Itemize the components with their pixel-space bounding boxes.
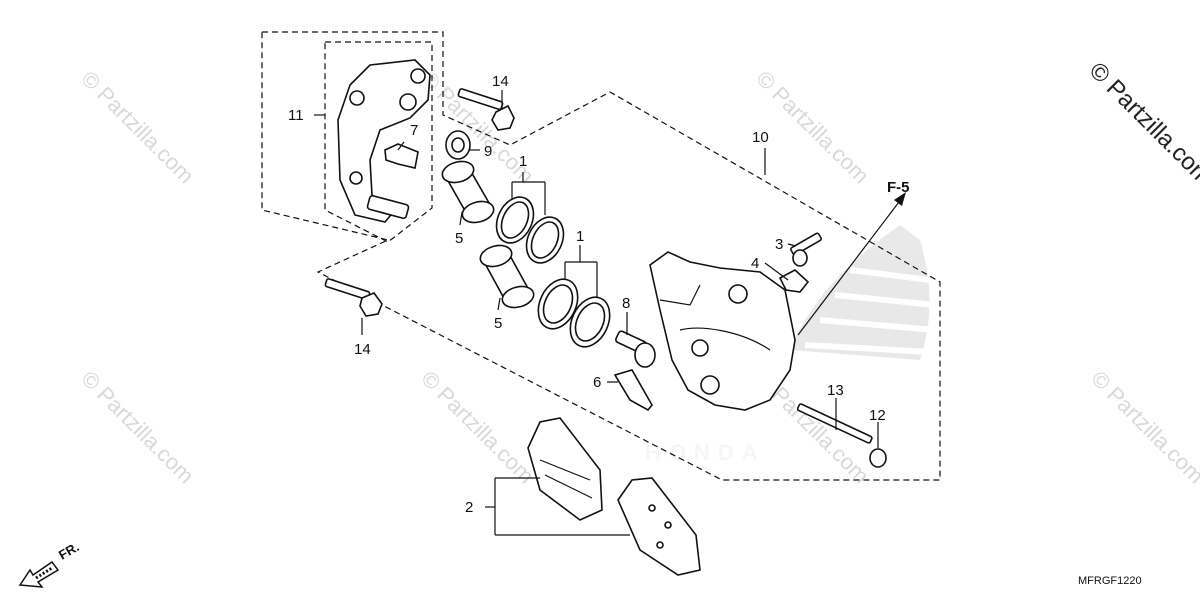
part-11-caliper-bracket[interactable] <box>337 59 431 223</box>
callout-1-lower: 1 <box>576 228 584 245</box>
part-5-piston-upper[interactable] <box>440 158 496 226</box>
leader-lines <box>314 90 906 536</box>
callout-7: 7 <box>410 122 418 139</box>
part-2-brake-pad-front[interactable] <box>527 417 603 521</box>
watermark-text: © Partzilla.com <box>416 366 539 489</box>
callout-9: 9 <box>484 143 492 160</box>
watermark-text: © Partzilla.com <box>76 66 199 189</box>
watermark-text: © Partzilla.com <box>1086 366 1200 489</box>
part-12-plug[interactable] <box>869 448 887 468</box>
part-3-bleeder[interactable] <box>790 232 822 267</box>
callout-1-upper: 1 <box>519 153 527 170</box>
callout-14-lower: 14 <box>354 341 371 358</box>
front-direction-label: FR. <box>56 539 82 562</box>
callout-5-lower: 5 <box>494 315 502 332</box>
outer-assembly-outline <box>261 31 941 481</box>
callout-12: 12 <box>869 407 886 424</box>
callout-4: 4 <box>751 255 759 272</box>
part-5-piston-lower[interactable] <box>478 242 536 311</box>
part-1-seals-upper[interactable] <box>489 191 570 269</box>
watermark-text: © Partzilla.com <box>76 366 199 489</box>
part-1-seals-lower[interactable] <box>531 273 618 353</box>
part-10-caliper-body[interactable] <box>649 251 796 411</box>
callout-14-upper: 14 <box>492 73 509 90</box>
diagram-code: MFRGF1220 <box>1078 575 1142 587</box>
callout-3: 3 <box>775 236 783 253</box>
watermark-text-dark: © Partzilla.com <box>1084 57 1200 190</box>
callout-8: 8 <box>622 295 630 312</box>
callout-10: 10 <box>752 129 769 146</box>
callout-5-upper: 5 <box>455 230 463 247</box>
bracket-assembly-outline <box>324 41 433 243</box>
watermarks: © Partzilla.com © Partzilla.com © Partzi… <box>76 57 1200 488</box>
front-direction-indicator: FR. <box>18 539 82 588</box>
reference-label: F-5 <box>887 179 910 196</box>
callout-labels: 11 7 14 9 1 1 5 5 8 6 10 3 4 13 12 14 2 <box>288 73 886 516</box>
callout-13: 13 <box>827 382 844 399</box>
callout-2: 2 <box>465 499 473 516</box>
part-8-pin-bolt[interactable] <box>615 330 656 368</box>
part-6-pad-retainer[interactable] <box>613 369 653 412</box>
callout-6: 6 <box>593 374 601 391</box>
part-14-bolt-lower[interactable] <box>324 278 383 317</box>
honda-wing-watermark: HONDA <box>645 225 936 465</box>
part-4-bleeder-cap[interactable] <box>778 269 810 293</box>
part-7-pad-spring[interactable] <box>384 143 419 169</box>
assembly-boundaries <box>261 31 941 481</box>
part-14-bolt-upper[interactable] <box>457 88 515 131</box>
part-9-boot[interactable] <box>445 130 471 160</box>
honda-brand-watermark: HONDA <box>645 440 766 465</box>
watermark-text: © Partzilla.com <box>751 66 874 189</box>
part-2-brake-pad-rear[interactable] <box>617 477 701 576</box>
callout-11: 11 <box>288 107 304 124</box>
